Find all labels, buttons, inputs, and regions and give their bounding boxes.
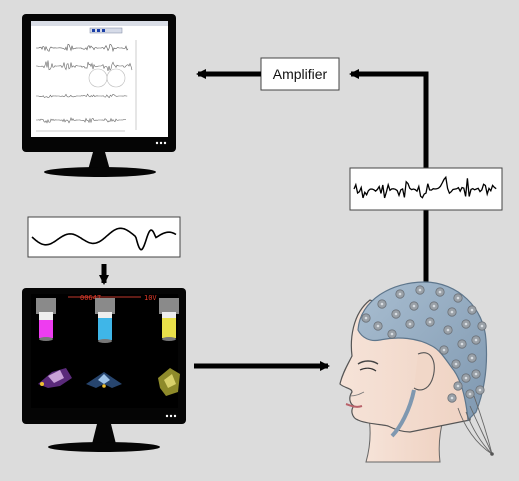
amplifier-label: Amplifier	[273, 66, 328, 82]
electrode-center	[390, 332, 394, 336]
electrode-center	[394, 312, 398, 316]
electrode-center	[478, 388, 482, 392]
electrode-center	[376, 324, 380, 328]
electrode-center	[450, 310, 454, 314]
electrode-center	[418, 288, 422, 292]
raw-eeg-signal-box	[349, 167, 503, 211]
amplifier-box: Amplifier	[260, 57, 340, 91]
electrode-center	[470, 356, 474, 360]
raw-eeg-waveform	[353, 175, 497, 199]
yellow-level-bar	[159, 298, 179, 341]
filtered-waveform	[31, 227, 177, 251]
electrode-center	[432, 304, 436, 308]
electrode-center	[456, 384, 460, 388]
electrode-center	[474, 372, 478, 376]
electrode-center	[408, 322, 412, 326]
electrode-center	[380, 302, 384, 306]
eeg-trace-1	[36, 43, 129, 53]
hud-right: 10V	[144, 294, 157, 302]
electrode-center	[450, 396, 454, 400]
electrode-center	[464, 322, 468, 326]
user-head	[339, 281, 494, 463]
electrode-center	[398, 292, 402, 296]
eeg-trace-3	[36, 93, 128, 99]
electrode-center	[456, 296, 460, 300]
hud-score: 00647	[80, 294, 101, 302]
electrode-center	[454, 362, 458, 366]
electrode-center	[464, 376, 468, 380]
electrode-center	[480, 324, 484, 328]
game-monitor: 00647 10V	[22, 288, 186, 452]
electrode-array	[361, 285, 487, 403]
electrode-center	[364, 316, 368, 320]
purple-spaceship	[38, 368, 72, 388]
electrode-center	[442, 348, 446, 352]
yellow-spaceship	[158, 368, 180, 396]
electrode-center	[468, 392, 472, 396]
arrow-cap-to-amplifier	[349, 69, 429, 300]
electrode-center	[460, 342, 464, 346]
electrode-center	[446, 328, 450, 332]
electrode-center	[470, 308, 474, 312]
blue-spaceship	[86, 372, 122, 388]
magenta-level-bar	[36, 298, 56, 341]
filtered-signal-box	[27, 216, 181, 258]
eeg-trace-4	[36, 117, 127, 124]
eeg-software-screen	[31, 21, 168, 137]
eeg-trace-2	[36, 60, 133, 71]
top-monitor	[22, 14, 176, 177]
electrode-center	[428, 320, 432, 324]
electrode-center	[474, 338, 478, 342]
electrode-center	[438, 290, 442, 294]
electrode-center	[412, 304, 416, 308]
cyan-level-bar	[95, 298, 115, 343]
